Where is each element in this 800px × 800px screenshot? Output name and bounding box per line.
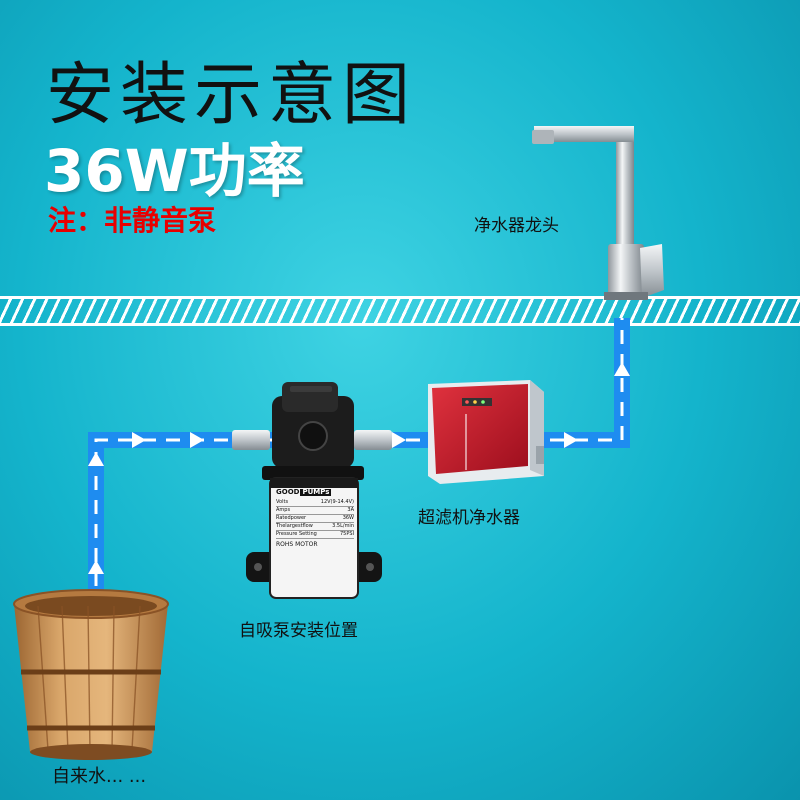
arrow-up-icon [88,560,104,574]
pump-position-label: 自吸泵安装位置 [239,621,358,641]
arrow-up-icon [614,362,630,376]
pump-spec-key: Pressure Setting [276,531,317,537]
pump-spec-key: Thelargestflow [276,523,313,529]
pump-brand-left: GOOD [276,488,300,496]
wooden-bucket-icon [13,589,169,760]
water-purifier-icon [428,380,544,484]
pump-spec-key: Amps [276,507,291,513]
arrow-right-icon [564,432,578,448]
water-source-label: 自来水... ... [52,766,147,787]
pump-spec-row: Volts 12V(9-14.4V) [276,499,354,507]
pump-spec-key: Volts [276,499,289,505]
pump-spec-key: Ratedpower [276,515,307,521]
pump-spec-value: 75PSI [339,531,354,537]
pump-brand-right: PUMPs [300,488,332,496]
arrow-right-icon [190,432,204,448]
pump-spec-row: Thelargestflow 3.5L/min [276,523,354,531]
pump-spec-row: Ratedpower 36W [276,515,354,523]
countertop-wall [0,296,800,326]
flow-arrows [88,362,630,574]
pump-spec-row: Pressure Setting 75PSI [276,531,354,539]
pump-brand: GOOD PUMPs [276,489,354,496]
power-rating: 36W功率 [44,137,305,205]
arrow-right-icon [392,432,406,448]
faucet-label: 净水器龙头 [474,216,559,236]
pump-spec-label: GOOD PUMPs Volts 12V(9-14.4V) Amps 3A Ratedp… [276,489,354,548]
faucet-icon [532,126,664,300]
pump-spec-value: 36W [342,515,354,521]
pump-spec-value: 12V(9-14.4V) [320,499,354,505]
arrow-up-icon [88,452,104,466]
diagram-title: 安装示意图 [46,56,417,135]
pump-spec-row: Amps 3A [276,507,354,515]
pump-spec-rows: Volts 12V(9-14.4V) Amps 3A Ratedpower 36W Thel… [276,499,354,539]
pump-spec-value: 3A [347,507,354,513]
pump-footer: ROHS MOTOR [276,541,318,548]
note-text: 注：非静音泵 [48,204,217,237]
pump-spec-value: 3.5L/min [332,523,354,529]
purifier-label: 超滤机净水器 [418,508,520,528]
arrow-right-icon [132,432,146,448]
